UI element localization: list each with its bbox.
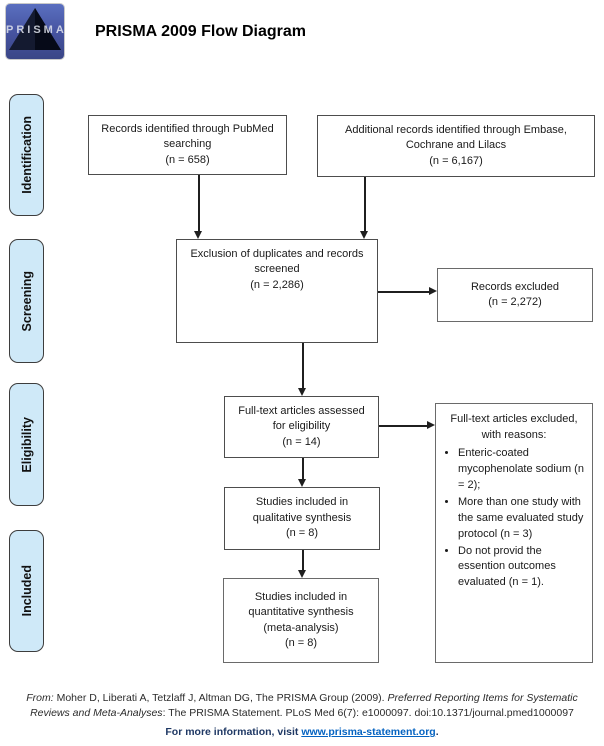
phase-label-identification: Identification xyxy=(19,116,34,194)
prisma-pyramid-icon xyxy=(9,8,61,50)
citation-rest: : The PRISMA Statement. PLoS Med 6(7): e… xyxy=(162,707,574,720)
phase-tab-screening: Screening xyxy=(9,239,44,363)
excluded-reason-item: Enteric-coated mycophenolate sodium (n =… xyxy=(458,446,586,494)
more-info-prefix: For more information, visit xyxy=(165,726,302,738)
arrow-pubmed-to-screening xyxy=(195,175,202,239)
citation-text: From: Moher D, Liberati A, Tetzlaff J, A… xyxy=(12,691,592,721)
prisma-statement-link[interactable]: www.prisma-statement.org xyxy=(301,726,436,738)
box-duplicates-screened: Exclusion of duplicates and records scre… xyxy=(176,239,378,343)
box-records-pubmed: Records identified through PubMed search… xyxy=(88,115,287,175)
arrow-qualitative-to-quantitative xyxy=(299,550,306,578)
prisma-logo-text: PRISMA xyxy=(6,24,67,36)
arrow-fulltext-to-qualitative xyxy=(299,458,306,487)
box-records-embase: Additional records identified through Em… xyxy=(317,115,595,177)
phase-label-eligibility: Eligibility xyxy=(19,416,34,473)
page-title: PRISMA 2009 Flow Diagram xyxy=(95,23,307,40)
box-fulltext-assessed: Full-text articles assessed for eligibil… xyxy=(224,396,379,458)
citation-authors: Moher D, Liberati A, Tetzlaff J, Altman … xyxy=(53,692,388,704)
fulltext-excluded-header: Full-text articles excluded, with reason… xyxy=(450,413,578,441)
arrow-embase-to-screening xyxy=(361,177,368,239)
box-records-excluded: Records excluded (n = 2,272) xyxy=(437,268,593,322)
phase-tab-eligibility: Eligibility xyxy=(9,383,44,506)
phase-label-screening: Screening xyxy=(19,270,34,332)
more-info-line: For more information, visit www.prisma-s… xyxy=(0,726,604,738)
box-qualitative-synthesis: Studies included in qualitative synthesi… xyxy=(224,487,380,550)
citation-title-italic: Preferred Reporting Items for Systematic… xyxy=(30,692,578,720)
box-fulltext-excluded: Full-text articles excluded, with reason… xyxy=(435,403,593,663)
arrow-fulltext-to-excluded xyxy=(379,422,435,429)
excluded-reason-item: More than one study with the same evalua… xyxy=(458,495,586,543)
prisma-logo: PRISMA xyxy=(6,4,64,59)
more-info-suffix: . xyxy=(435,726,439,738)
phase-label-included: Included xyxy=(19,565,34,617)
arrow-screening-to-excluded xyxy=(378,288,437,295)
box-quantitative-synthesis: Studies included in quantitative synthes… xyxy=(223,578,379,663)
excluded-reason-item: Do not provid the essention outcomes eva… xyxy=(458,544,586,592)
phase-tab-identification: Identification xyxy=(9,94,44,216)
citation-from-label: From: xyxy=(26,692,54,704)
phase-tab-included: Included xyxy=(9,530,44,652)
arrow-screening-to-fulltext xyxy=(299,343,306,396)
fulltext-excluded-reasons: Enteric-coated mycophenolate sodium (n =… xyxy=(442,446,586,591)
